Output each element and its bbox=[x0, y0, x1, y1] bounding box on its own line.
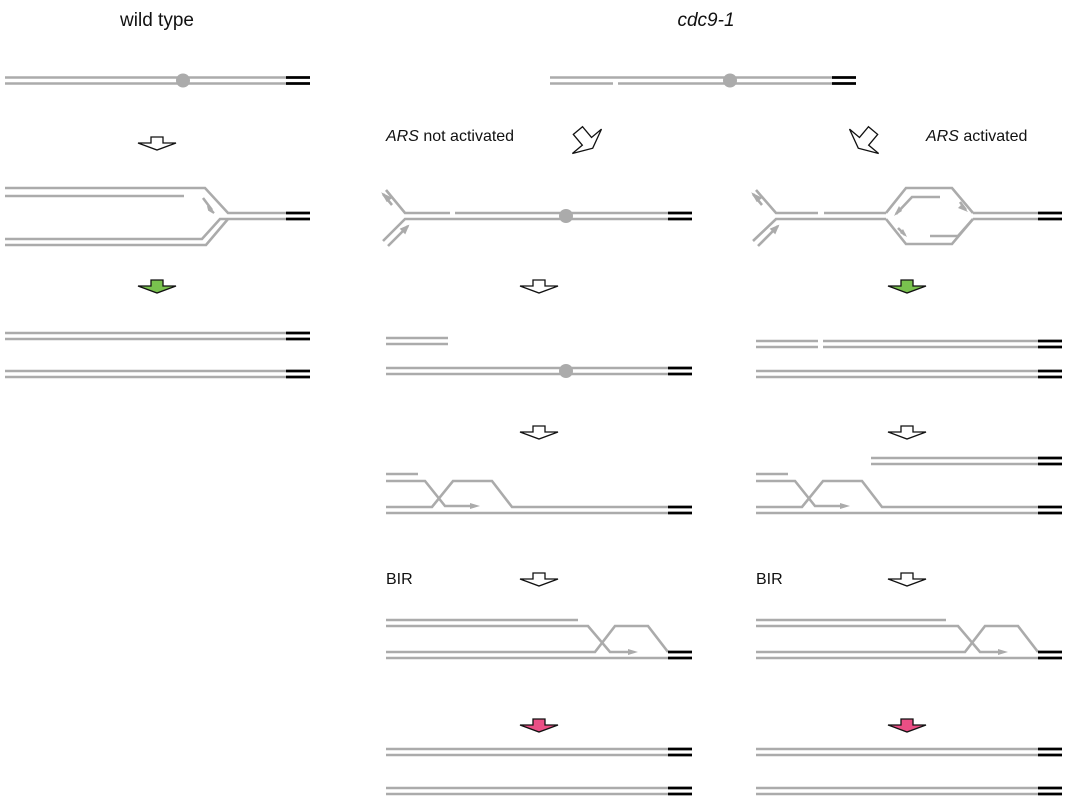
cdc9-start-chromosome bbox=[550, 73, 856, 88]
arrow-open-left-branch bbox=[571, 125, 603, 155]
wt-daughter-chromosomes bbox=[5, 331, 310, 379]
origin-dot bbox=[559, 364, 573, 378]
arrow-final bbox=[887, 718, 927, 733]
arrow-open bbox=[887, 425, 927, 440]
not-activated-broken-end bbox=[386, 336, 692, 378]
label-ars-activated: ARS activated bbox=[925, 128, 1027, 145]
activated-strand-invasion bbox=[756, 456, 1062, 515]
origin-dot bbox=[176, 73, 190, 88]
activated-fork-and-bubble bbox=[751, 186, 1062, 247]
arrow-open bbox=[887, 572, 927, 587]
label-bir-right: BIR bbox=[756, 571, 783, 588]
arrow-open bbox=[519, 279, 559, 294]
origin-dot bbox=[559, 209, 573, 223]
arrow-ligation bbox=[137, 279, 177, 294]
arrow-ligation bbox=[887, 279, 927, 294]
origin-dot bbox=[723, 73, 737, 88]
wt-start-chromosome bbox=[5, 73, 310, 88]
arrow-open bbox=[519, 425, 559, 440]
not-activated-strand-invasion bbox=[386, 472, 692, 515]
not-activated-bir bbox=[386, 618, 692, 660]
wt-replication-fork bbox=[5, 186, 310, 247]
activated-bir bbox=[756, 618, 1062, 660]
arrow-open-right-branch bbox=[848, 125, 880, 155]
header-wild-type: wild type bbox=[119, 10, 194, 31]
activated-ligated-chromosomes bbox=[756, 339, 1062, 379]
arrow-final bbox=[519, 718, 559, 733]
label-ars-not-activated: ARS not activated bbox=[385, 128, 514, 145]
activated-products bbox=[756, 747, 1062, 796]
not-activated-products bbox=[386, 747, 692, 796]
arrow-open bbox=[137, 136, 177, 151]
header-cdc9-1: cdc9-1 bbox=[677, 10, 734, 31]
label-bir-left: BIR bbox=[386, 571, 413, 588]
arrow-open bbox=[519, 572, 559, 587]
not-activated-fork bbox=[381, 189, 692, 247]
